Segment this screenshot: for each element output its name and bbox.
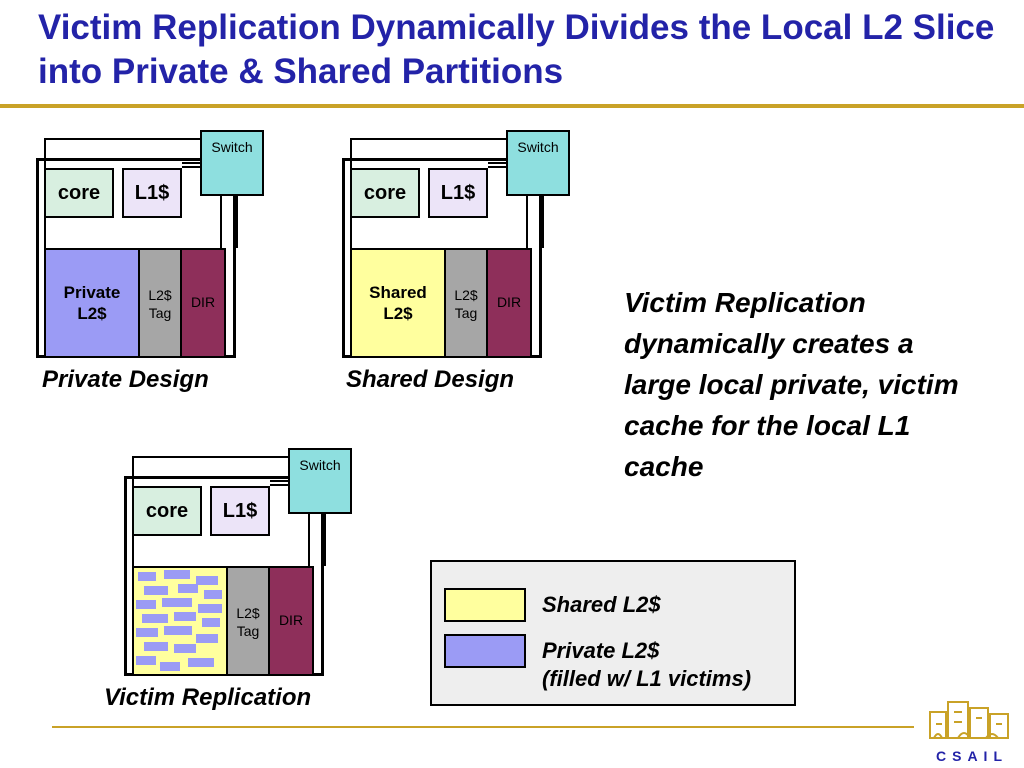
tile-private-design: Switch core L1$ Private L2$ L2$ Tag DIR … [36,130,346,393]
legend-swatch-shared [444,588,526,622]
tile-caption: Victim Replication [104,684,312,711]
wire [324,514,326,566]
legend-label-private: Private L2$ [542,638,660,663]
private-l2-block: Private L2$ [44,248,140,358]
victim-lines-pattern [136,570,222,671]
tile-victim-replication: Switch core L1$ L2$ Tag DIR Victim Repli… [104,448,434,711]
wire [270,484,290,486]
wire [542,196,544,248]
wire [526,196,528,248]
l2-tag-block: L2$ Tag [138,248,182,358]
shared-l2-block: Shared L2$ [350,248,446,358]
footer-divider [52,726,914,728]
wire [488,162,508,164]
tile-caption: Private Design [42,366,209,393]
switch-box: Switch [200,130,264,196]
l1-cache-block: L1$ [210,486,270,536]
side-description: Victim Replication dynamically creates a… [624,287,959,482]
core-block: core [350,168,420,218]
wire [308,514,310,566]
tile-caption: Shared Design [346,366,515,393]
wire [182,162,202,164]
slide-title: Victim Replication Dynamically Divides t… [38,8,995,91]
core-block: core [132,486,202,536]
title-divider [0,104,1024,108]
switch-box: Switch [506,130,570,196]
wire [220,196,222,248]
legend-label-shared: Shared L2$ [542,592,661,617]
wire [488,166,508,168]
core-block: core [44,168,114,218]
mixed-l2-block [132,566,228,676]
logo-text: CSAIL [936,748,1008,764]
l1-cache-block: L1$ [122,168,182,218]
wire [236,196,238,248]
tile-shared-design: Switch core L1$ Shared L2$ L2$ Tag DIR S… [342,130,652,393]
l2-tag-block: L2$ Tag [226,566,270,676]
legend-label-private-note: (filled w/ L1 victims) [542,666,752,691]
csail-logo: CSAIL [924,694,1020,764]
directory-block: DIR [180,248,226,358]
building-logo-icon [929,701,1009,739]
directory-block: DIR [268,566,314,676]
wire [182,166,202,168]
l2-tag-block: L2$ Tag [444,248,488,358]
switch-box: Switch [288,448,352,514]
wire [270,480,290,482]
directory-block: DIR [486,248,532,358]
legend-box: Shared L2$ Private L2$ (filled w/ L1 vic… [430,560,796,706]
l1-cache-block: L1$ [428,168,488,218]
legend-swatch-private [444,634,526,668]
